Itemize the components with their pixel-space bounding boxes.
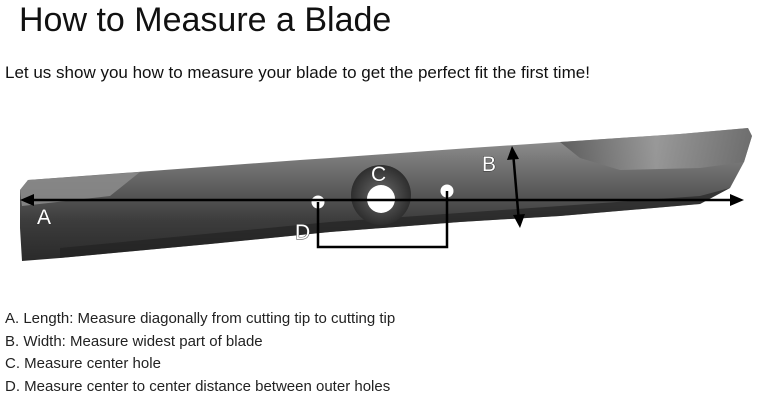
blade-right-tip	[560, 128, 752, 170]
legend-item-hole-distance: D. Measure center to center distance bet…	[5, 377, 391, 395]
legend-item-center-hole: C. Measure center hole	[5, 355, 161, 372]
length-arrow-head-left	[20, 194, 34, 206]
page-title: How to Measure a Blade	[19, 1, 392, 39]
legend-item-width: B. Width: Measure widest part of blade	[5, 332, 263, 350]
blade-diagram: A B C D	[0, 118, 767, 268]
label-c: C	[371, 163, 386, 186]
distance-bracket	[316, 191, 449, 249]
length-arrow-head-right	[730, 194, 744, 206]
blade-shadow	[60, 188, 730, 258]
width-arrow-head-bottom	[513, 214, 525, 228]
label-b: B	[482, 153, 496, 176]
measurement-legend: A. Length: Measure diagonally from cutti…	[5, 308, 395, 398]
width-arrow-head-top	[507, 146, 519, 160]
intro-text: Let us show you how to measure your blad…	[5, 63, 590, 82]
blade-left-tip	[20, 172, 140, 206]
legend-item-length: A. Length: Measure diagonally from cutti…	[5, 310, 396, 327]
label-a: A	[37, 206, 51, 229]
label-d: D	[295, 221, 310, 244]
width-arrow-line	[511, 151, 521, 223]
blade-diagram-svg: A B C D	[20, 128, 752, 261]
